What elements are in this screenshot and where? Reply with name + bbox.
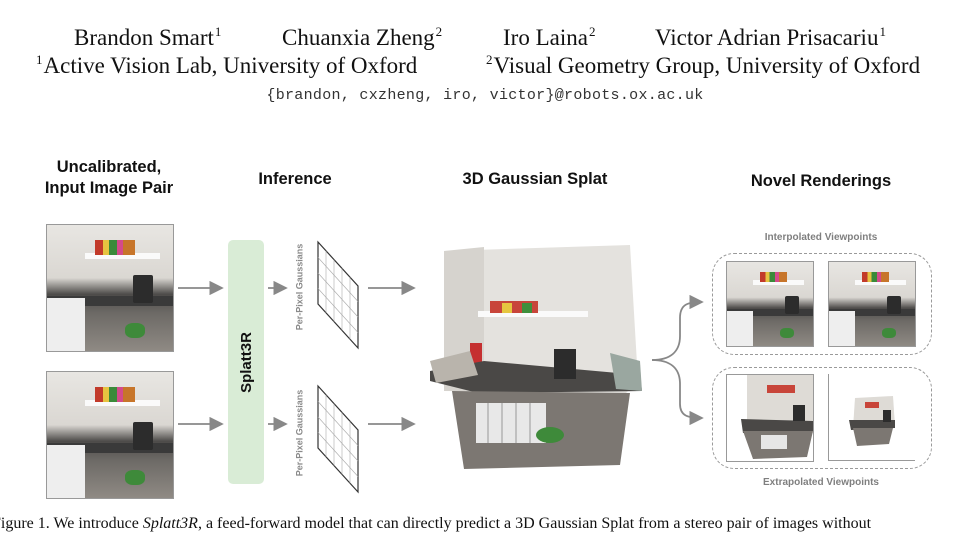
stage-title-input: Uncalibrated, Input Image Pair — [44, 158, 174, 197]
extrapolated-group — [712, 367, 932, 469]
author-list: Brandon Smart1 Chuanxia Zheng2 Iro Laina… — [0, 24, 970, 52]
gaussian-plane-bottom — [317, 384, 359, 494]
figure-caption: Figure 1. We introduce Splatt3R, a feed-… — [0, 515, 872, 532]
stage-title-novel: Novel Renderings — [750, 172, 892, 190]
stage-title-inference: Inference — [258, 170, 332, 188]
interpolated-group — [712, 253, 932, 355]
input-image-2 — [46, 371, 174, 499]
splatt3r-model-box — [228, 240, 264, 484]
novel-render-interp-2 — [828, 261, 916, 347]
affiliation-list: 1Active Vision Lab, University of Oxford… — [0, 52, 970, 80]
author-3: Iro Laina2 — [503, 24, 596, 50]
interpolated-label: Interpolated Viewpoints — [764, 232, 878, 243]
extrapolated-label: Extrapolated Viewpoints — [763, 477, 879, 488]
author-2: Chuanxia Zheng2 — [282, 24, 443, 50]
author-4: Victor Adrian Prisacariu1 — [655, 24, 886, 50]
brace-splat-to-renderings — [651, 294, 704, 426]
novel-render-extrap-1 — [726, 374, 814, 462]
gaussian-plane-top — [317, 240, 359, 350]
input-image-1 — [46, 224, 174, 352]
stage-title-splat: 3D Gaussian Splat — [462, 170, 608, 188]
author-1: Brandon Smart1 — [74, 24, 222, 50]
novel-render-interp-1 — [726, 261, 814, 347]
affiliation-2: 2Visual Geometry Group, University of Ox… — [486, 52, 921, 78]
novel-render-extrap-2 — [828, 374, 915, 461]
author-emails: {brandon, cxzheng, iro, victor}@robots.o… — [266, 87, 704, 104]
gaussian-splat-render — [430, 243, 645, 475]
affiliation-1: 1Active Vision Lab, University of Oxford — [36, 52, 418, 78]
